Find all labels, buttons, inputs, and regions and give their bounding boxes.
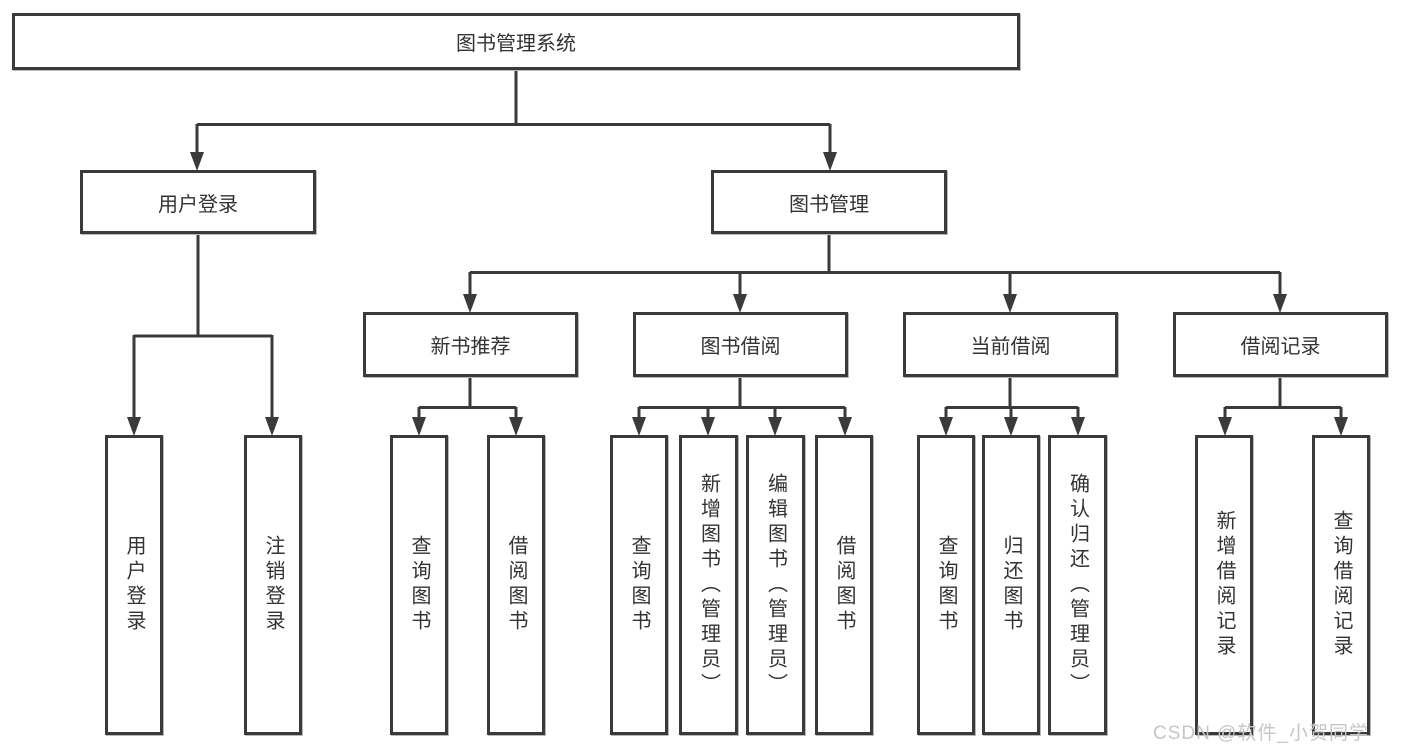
arrowhead-icon <box>412 417 426 436</box>
arrowhead-icon <box>265 417 279 436</box>
arrowhead-icon <box>509 417 523 436</box>
arrowhead-icon <box>127 417 141 436</box>
arrowhead-icon <box>1004 417 1018 436</box>
node-leaf-edit-book-admin: 编辑图书（管理员） <box>746 435 805 735</box>
arrowhead-icon <box>632 417 646 436</box>
node-root-library-management-system: 图书管理系统 <box>12 13 1020 70</box>
node-leaf-user-login: 用户登录 <box>105 435 163 735</box>
node-leaf-return-book: 归还图书 <box>982 435 1040 735</box>
node-book-borrow: 图书借阅 <box>633 312 848 377</box>
node-leaf-confirm-return-admin: 确认归还（管理员） <box>1048 435 1107 735</box>
arrowhead-icon <box>463 294 477 313</box>
node-leaf-logout-login: 注销登录 <box>244 435 302 735</box>
node-leaf-add-book-admin: 新增图书（管理员） <box>679 435 738 735</box>
node-leaf-query-books-borrow: 查询图书 <box>610 435 668 735</box>
arrowhead-icon <box>701 417 715 436</box>
arrowhead-icon <box>823 152 837 171</box>
node-leaf-query-books-current: 查询图书 <box>917 435 975 735</box>
arrowhead-icon <box>768 417 782 436</box>
node-leaf-add-borrow-record: 新增借阅记录 <box>1195 435 1253 735</box>
node-user-login: 用户登录 <box>80 170 316 234</box>
arrowhead-icon <box>1218 417 1232 436</box>
node-book-management: 图书管理 <box>711 170 947 234</box>
arrowhead-icon <box>1334 417 1348 436</box>
arrowhead-icon <box>1071 417 1085 436</box>
arrowhead-icon <box>1273 294 1287 313</box>
arrowhead-icon <box>733 294 747 313</box>
node-new-book-recommend: 新书推荐 <box>363 312 578 377</box>
arrowhead-icon <box>1003 294 1017 313</box>
node-current-borrow: 当前借阅 <box>903 312 1118 377</box>
node-leaf-borrow-books-borrow: 借阅图书 <box>815 435 873 735</box>
arrowhead-icon <box>939 417 953 436</box>
node-leaf-borrow-books-recommend: 借阅图书 <box>487 435 545 735</box>
node-leaf-query-books-recommend: 查询图书 <box>390 435 448 735</box>
arrowhead-icon <box>190 152 204 171</box>
arrowhead-icon <box>838 417 852 436</box>
node-borrow-records: 借阅记录 <box>1173 312 1388 377</box>
csdn-watermark: CSDN @软件_小贺同学 <box>1153 723 1369 744</box>
node-leaf-query-borrow-record: 查询借阅记录 <box>1312 435 1370 735</box>
